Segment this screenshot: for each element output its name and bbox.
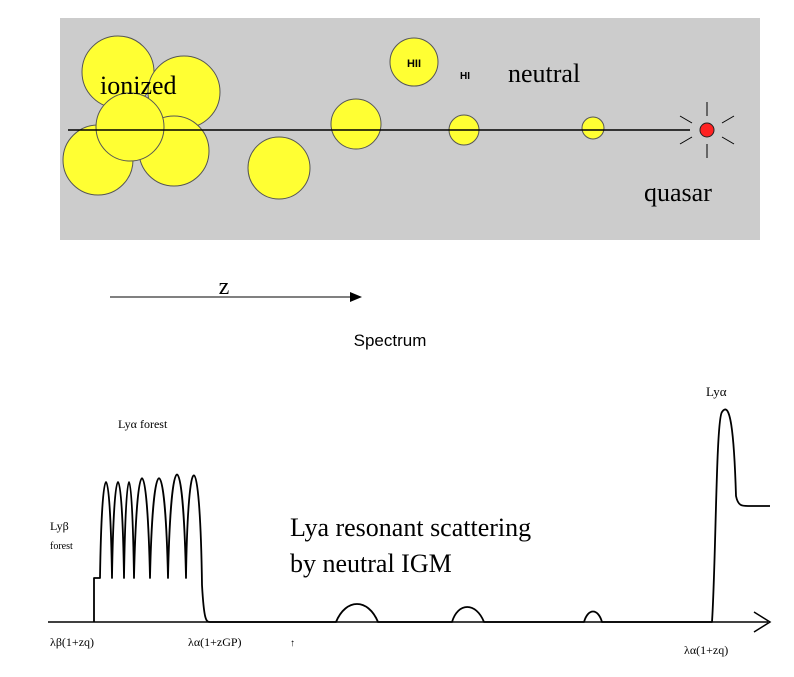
scattering-annotation-line2: by neutral IGM bbox=[290, 549, 452, 578]
isolated-bubble bbox=[581, 116, 605, 140]
lya-forest-label: Lyα forest bbox=[118, 417, 168, 431]
lyb-forest-label-line1: Lyβ bbox=[50, 519, 69, 533]
hi-label: HI bbox=[460, 71, 470, 82]
tick-label-lya-quasar: λα(1+zq) bbox=[684, 643, 728, 657]
lya-emission-label: Lyα bbox=[706, 384, 727, 399]
isolated-bubble bbox=[247, 136, 311, 200]
ionized-bubbles bbox=[62, 35, 605, 200]
quasar-label: quasar bbox=[644, 178, 712, 207]
tick-label-lya-gp: λα(1+zGP) bbox=[188, 635, 242, 649]
spectrum-curve bbox=[93, 408, 770, 623]
tick-label-lyb-quasar: λβ(1+zq) bbox=[50, 635, 94, 649]
isolated-bubble bbox=[330, 98, 382, 150]
ionized-label: ionized bbox=[100, 71, 177, 100]
spectrum-title: Spectrum bbox=[354, 331, 427, 350]
hii-bubble bbox=[389, 37, 439, 87]
quasar-icon bbox=[679, 102, 735, 158]
redshift-arrow bbox=[110, 292, 362, 302]
tick-mark-gp: ↑ bbox=[290, 638, 295, 649]
neutral-label: neutral bbox=[508, 59, 580, 88]
scattering-annotation-line1: Lya resonant scattering bbox=[290, 513, 531, 542]
ionized-bubble bbox=[95, 92, 165, 162]
redshift-label: z bbox=[219, 274, 230, 300]
hii-label: HII bbox=[407, 58, 421, 70]
lyb-forest-label-line2: forest bbox=[50, 541, 73, 552]
